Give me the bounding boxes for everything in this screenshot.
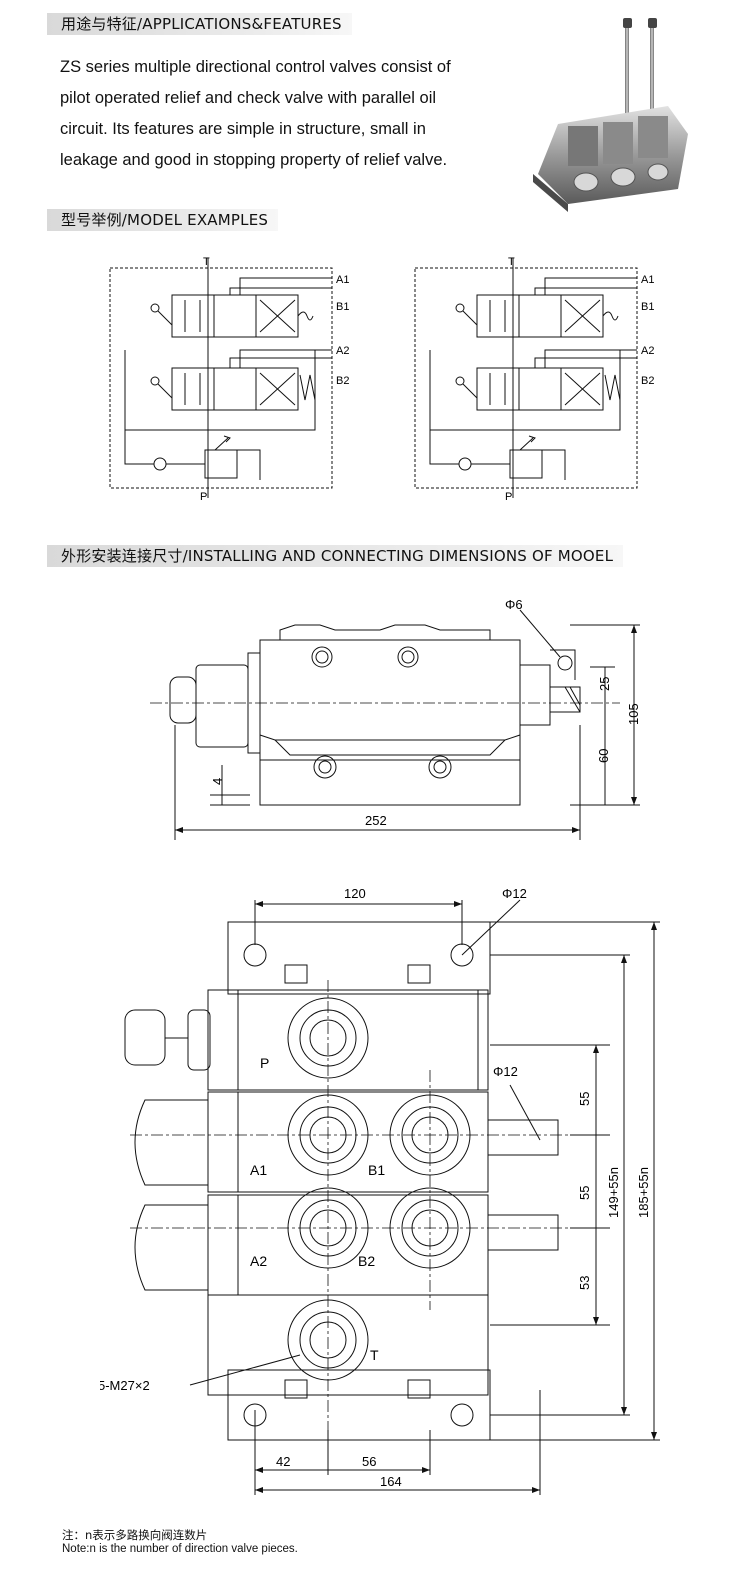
dim-55b-label: 55 xyxy=(577,1186,592,1200)
dimensions-header: 外形安装连接尺寸/INSTALLING AND CONNECTING DIMEN… xyxy=(47,545,624,567)
dim-42-label: 42 xyxy=(276,1454,290,1469)
description-line: leakage and good in stopping property of… xyxy=(60,151,448,169)
dim-56-label: 56 xyxy=(362,1454,376,1469)
dim-60-label: 60 xyxy=(596,749,611,763)
port-p-label: P xyxy=(260,1055,269,1071)
port-b1-label: B1 xyxy=(368,1162,385,1178)
description-line: circuit. Its features are simple in stru… xyxy=(60,120,426,138)
schematic-label-t: T xyxy=(508,256,515,268)
schematic-label-b1: B1 xyxy=(641,301,654,313)
dim-phi6-label: Φ6 xyxy=(505,597,523,612)
applications-header: 用途与特征/APPLICATIONS&FEATURES xyxy=(47,13,352,35)
port-t-label: T xyxy=(370,1347,379,1363)
schematic-label-a2: A2 xyxy=(336,345,349,357)
dim-phi12-top-label: Φ12 xyxy=(502,886,527,901)
dim-120-label: 120 xyxy=(344,886,366,901)
front-view-drawing: 120 Φ12 Φ12 55 55 53 149+55n 185+55n 42 … xyxy=(100,886,660,1495)
dim-55a-label: 55 xyxy=(577,1092,592,1106)
dim-phi12-side-label: Φ12 xyxy=(493,1064,518,1079)
description-text: ZS series multiple directional control v… xyxy=(60,52,498,176)
dim-149-label: 149+55n xyxy=(606,1167,621,1218)
description-line: pilot operated relief and check valve wi… xyxy=(60,89,437,107)
schematic-label-a1: A1 xyxy=(641,274,654,286)
note-chinese: 注：n表示多路换向阀连数片 xyxy=(62,1528,208,1542)
schematic-label-a1: A1 xyxy=(336,274,349,286)
schematic-label-p: P xyxy=(505,491,512,503)
dim-164-label: 164 xyxy=(380,1474,402,1489)
dim-4-label: 4 xyxy=(210,778,225,785)
dim-53-label: 53 xyxy=(577,1276,592,1290)
model-example-schematic-2: T P A1 B1 A2 B2 xyxy=(414,256,654,503)
schematic-label-b2: B2 xyxy=(336,375,349,387)
thread-spec-label: 5-M27×2 xyxy=(100,1378,150,1393)
valve-product-photo xyxy=(533,18,688,212)
port-a1-label: A1 xyxy=(250,1162,267,1178)
dim-252-label: 252 xyxy=(365,813,387,828)
schematic-label-b2: B2 xyxy=(641,375,654,387)
schematic-label-p: P xyxy=(200,491,207,503)
dim-185-label: 185+55n xyxy=(636,1167,651,1218)
dim-25-label: 25 xyxy=(597,677,612,691)
port-a2-label: A2 xyxy=(250,1253,267,1269)
schematic-label-b1: B1 xyxy=(336,301,349,313)
side-view-drawing: Φ6 25 105 60 4 252 xyxy=(150,597,641,840)
schematic-label-a2: A2 xyxy=(641,345,654,357)
schematic-label-t: T xyxy=(203,256,210,268)
description-line: ZS series multiple directional control v… xyxy=(60,58,451,76)
dim-105-label: 105 xyxy=(626,703,641,725)
note-english: Note:n is the number of direction valve … xyxy=(62,1543,298,1555)
model-example-schematic-1: T P A1 B1 A2 B2 xyxy=(109,256,349,503)
port-b2-label: B2 xyxy=(358,1253,375,1269)
models-header: 型号举例/MODEL EXAMPLES xyxy=(47,209,279,231)
